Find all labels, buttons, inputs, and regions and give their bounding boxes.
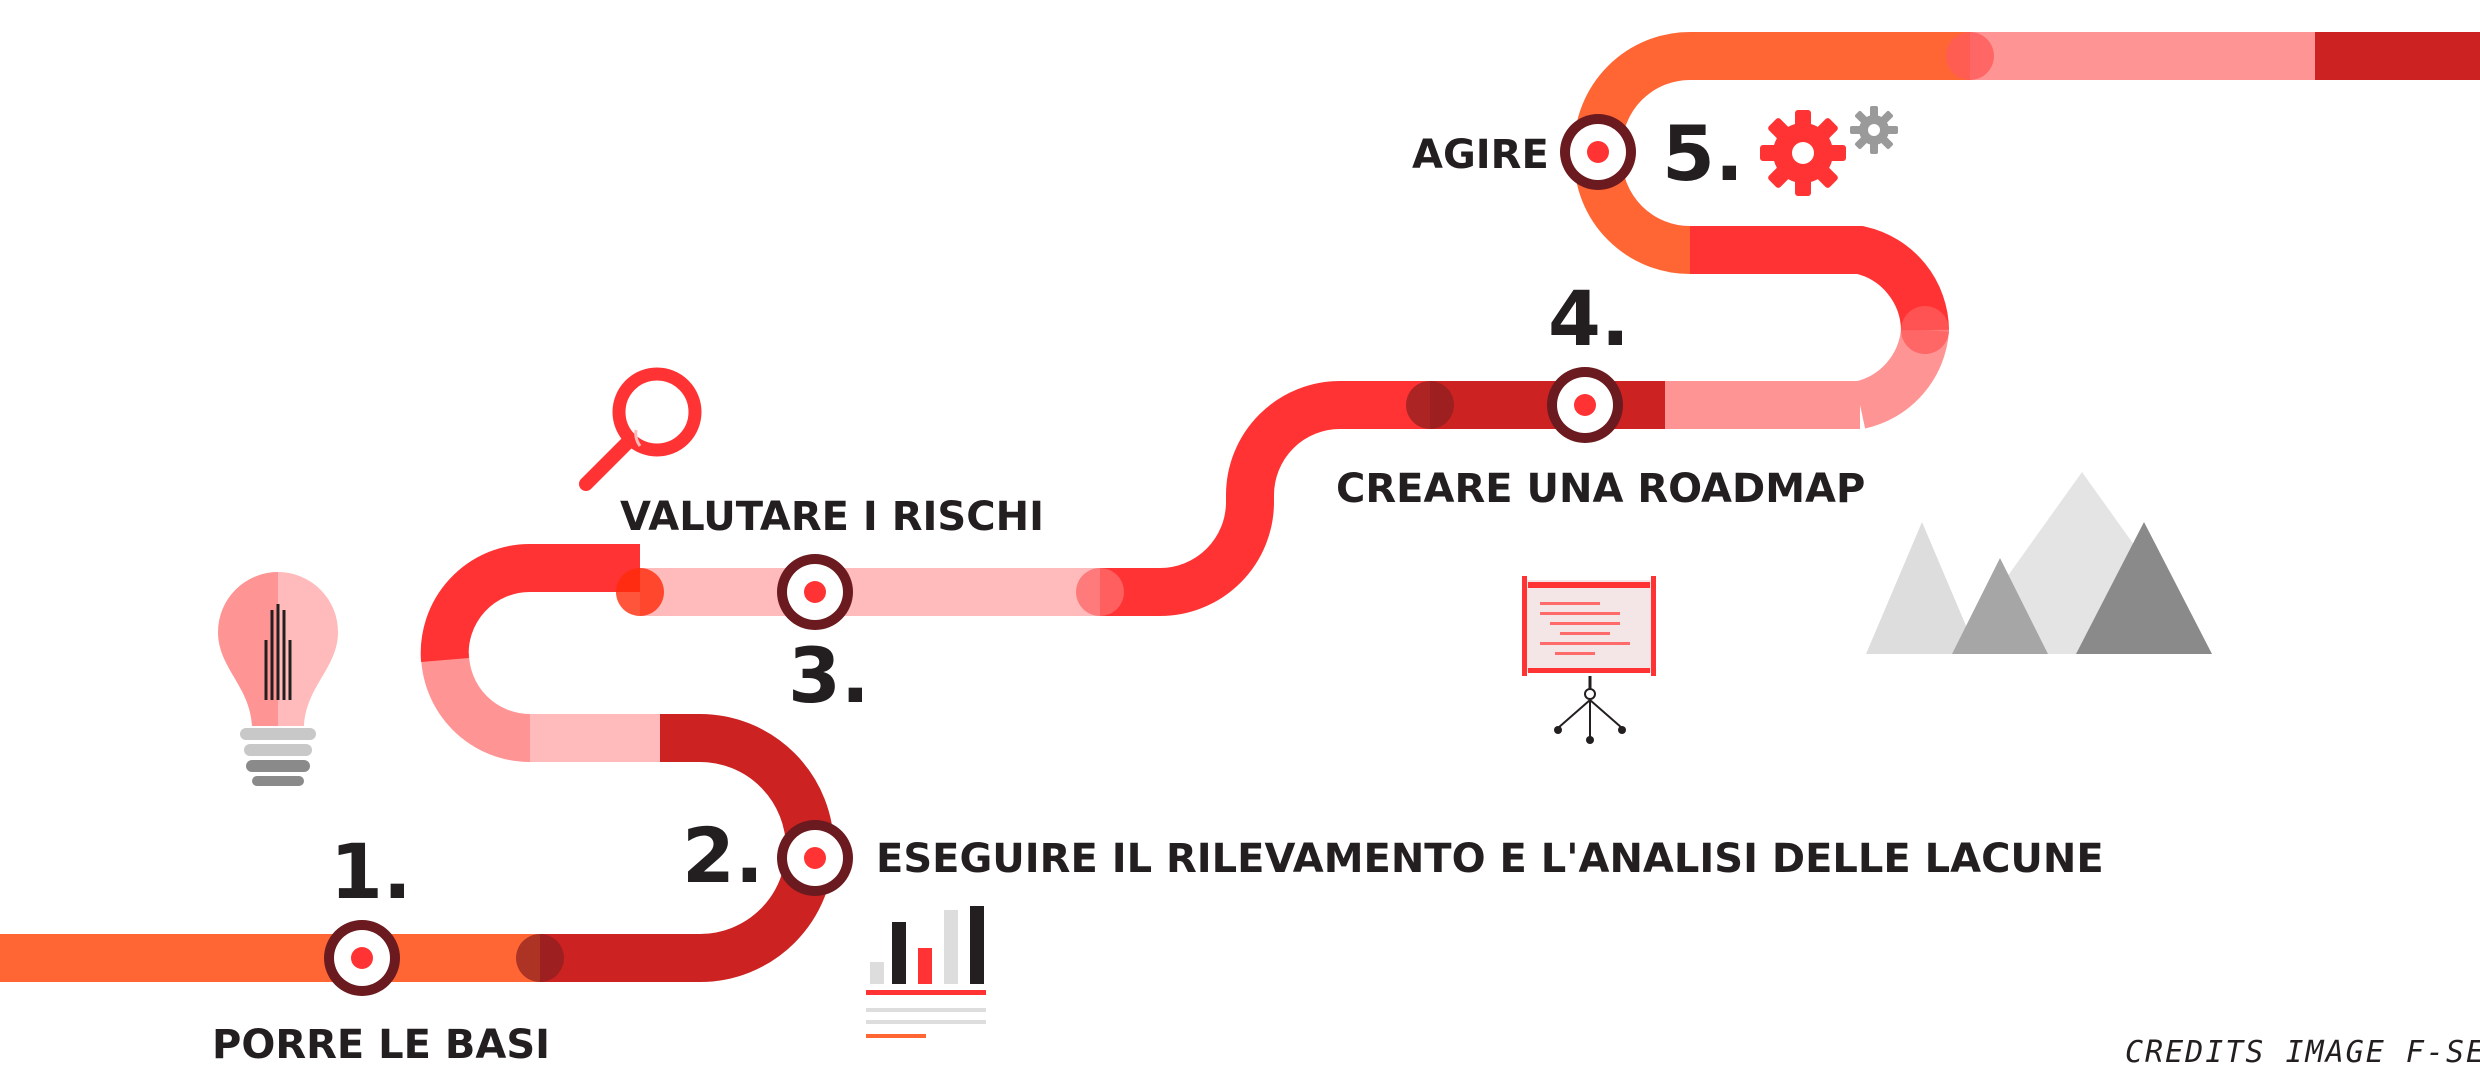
- step-2-number: 2.: [682, 811, 764, 900]
- road-joints: [516, 32, 1994, 982]
- marker-step-2: [777, 820, 853, 896]
- bar-chart-icon: [866, 906, 986, 1038]
- step-3-number: 3.: [788, 631, 870, 720]
- step-4-number: 4.: [1548, 274, 1630, 363]
- road-segment-4: [421, 652, 531, 762]
- joint-6: [1946, 32, 1994, 80]
- step-1-label: PORRE LE BASI: [212, 1022, 550, 1068]
- marker-step-3: [777, 554, 853, 630]
- step-2-label: ESEGUIRE IL RILEVAMENTO E L'ANALISI DELL…: [876, 836, 2104, 882]
- marker-step-5: [1560, 114, 1636, 190]
- credits-text: CREDITS IMAGE F-SECURE: [2125, 1035, 2480, 1070]
- presentation-board-icon: [1522, 576, 1656, 744]
- road-segment-11: [1690, 226, 1949, 332]
- step-3-label: VALUTARE I RISCHI: [620, 494, 1044, 540]
- gears-icon: [1760, 106, 1898, 196]
- joint-1: [516, 934, 564, 982]
- magnifier-icon: [579, 367, 702, 491]
- step-1-number: 1.: [330, 827, 412, 916]
- joint-5: [1901, 306, 1949, 354]
- joint-3: [1076, 568, 1124, 616]
- road-path: [0, 32, 2480, 982]
- step-5-number: 5.: [1662, 109, 1744, 198]
- mountains-icon: [1866, 472, 2212, 654]
- joint-2: [616, 568, 664, 616]
- step-markers: [324, 114, 1636, 996]
- marker-step-1: [324, 920, 400, 996]
- joint-4: [1406, 381, 1454, 429]
- step-4-label: CREARE UNA ROADMAP: [1336, 466, 1865, 512]
- step-5-label: AGIRE: [1412, 132, 1549, 178]
- road-segment-7: [1100, 381, 1430, 616]
- road-segment-5: [420, 543, 640, 662]
- lightbulb-icon: [218, 572, 338, 786]
- road-segment-2: [540, 714, 834, 982]
- marker-step-4: [1547, 367, 1623, 443]
